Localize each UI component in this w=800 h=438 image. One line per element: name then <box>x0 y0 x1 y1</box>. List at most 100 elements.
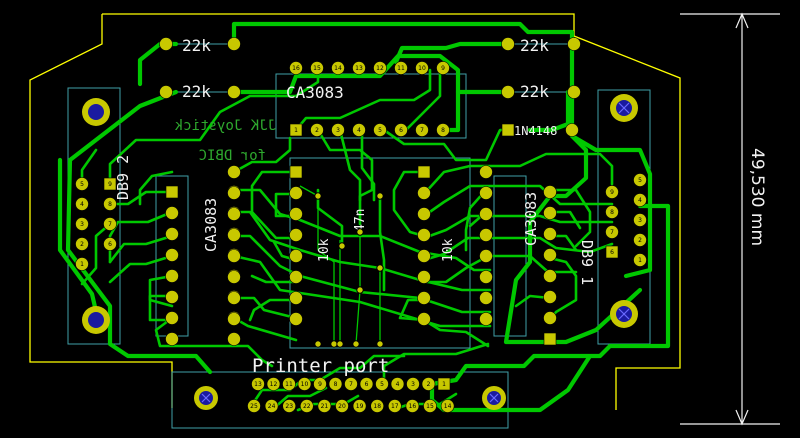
back-silk-line2: for DBIC <box>199 148 266 164</box>
pad-ic-right-col <box>543 227 557 241</box>
pad-printer-top-number: 8 <box>334 381 338 388</box>
pad-ic-mid-left-a <box>289 291 303 305</box>
pad-db9-left-a-number: 1 <box>80 261 84 268</box>
pad-printer-bottom: 17 <box>387 399 402 413</box>
pad-printer-bottom-number: 15 <box>426 403 434 410</box>
via <box>314 192 322 200</box>
pad-diode-b <box>565 123 579 137</box>
pad-diode-a <box>501 123 515 137</box>
pad-printer-bottom: 15 <box>423 399 437 413</box>
pad-ic-top-lower-number: 4 <box>357 127 361 134</box>
mounting-holes <box>82 94 638 410</box>
printer-port-label: Printer port <box>252 355 389 377</box>
pad-ic-left-col1 <box>165 227 179 241</box>
pad-r3-a <box>501 37 515 51</box>
pad-db9-left-b: 7 <box>103 217 117 231</box>
pad-ic-top-lower: 2 <box>310 123 324 137</box>
db9-right-label: DB9 1 <box>578 240 596 285</box>
pad-ic-top-lower-number: 8 <box>441 127 445 134</box>
pad-ic-right-col <box>543 311 557 325</box>
pad-printer-top: 8 <box>328 377 343 391</box>
pad-ic-top-upper-number: 9 <box>441 65 445 72</box>
pad-ic-top-lower: 4 <box>352 123 366 137</box>
pad-printer-top: 10 <box>297 377 312 391</box>
pad-printer-top: 2 <box>421 377 436 391</box>
pad-ic-top-lower: 6 <box>394 123 408 137</box>
resistor-label-r1: 22k <box>182 36 211 55</box>
pad-db9-right-b: 7 <box>605 225 619 239</box>
pad-ic-top-upper: 12 <box>373 61 387 75</box>
pad-ic-top-upper: 10 <box>415 61 429 75</box>
pad-ic-mid-left-b <box>227 228 241 242</box>
pad-printer-bottom: 24 <box>264 399 279 413</box>
pad-r1-b <box>227 37 241 51</box>
pad-ic-mid-left-a <box>289 312 303 326</box>
ic-label-right: CA3083 <box>522 192 540 246</box>
pad-printer-bottom: 23 <box>282 399 297 413</box>
pad-printer-bottom-number: 20 <box>338 403 346 410</box>
pad-db9-left-b-number: 9 <box>108 181 112 188</box>
pad-ic-top-lower-number: 6 <box>399 127 403 134</box>
pad-ic-left-col2 <box>227 332 241 346</box>
pad-printer-bottom: 22 <box>299 399 314 413</box>
pad-ic-top-lower: 8 <box>436 123 450 137</box>
pad-ic-top-lower: 3 <box>331 123 345 137</box>
pad-ic-top-lower: 1 <box>289 123 303 137</box>
pad-printer-top-number: 9 <box>318 381 322 388</box>
pad-printer-top: 13 <box>251 377 265 391</box>
pad-ic-mid-left-b <box>227 291 241 305</box>
pad-ic-mid-left-b <box>227 186 241 200</box>
pad-db9-left-a: 1 <box>75 257 89 271</box>
pad-ic-mid-right-b <box>479 291 493 305</box>
pad-ic-top-upper-number: 12 <box>376 65 384 72</box>
pad-ic-top-lower-number: 1 <box>294 127 298 134</box>
pad-ic-mid-left-b <box>227 270 241 284</box>
pad-r2-a <box>159 85 173 99</box>
pad-printer-top: 3 <box>406 377 420 391</box>
pad-ic-mid-right-b <box>479 186 493 200</box>
pad-db9-right-b: 9 <box>605 185 619 199</box>
pad-ic-mid-right-a <box>417 291 431 305</box>
via <box>376 340 384 348</box>
pad-printer-top: 11 <box>282 377 296 391</box>
capacitor-label: 47n <box>353 209 368 232</box>
pad-db9-left-b: 6 <box>103 237 117 251</box>
mount-hole-right-top <box>610 94 638 122</box>
pad-db9-right-a-number: 3 <box>638 217 642 224</box>
pad-db9-left-b-number: 8 <box>108 201 112 208</box>
pad-ic-mid-right-b <box>479 270 493 284</box>
via <box>352 340 360 348</box>
pad-db9-left-b: 9 <box>103 177 117 191</box>
via <box>330 340 338 348</box>
pad-printer-bottom: 16 <box>405 399 420 413</box>
pad-db9-right-b-number: 7 <box>610 229 614 236</box>
pad-db9-right-b-number: 9 <box>610 189 614 196</box>
pad-ic-left-col1 <box>165 206 179 220</box>
pad-ic-right-col <box>543 206 557 220</box>
pad-ic-mid-right-a <box>417 186 431 200</box>
resistor-label-r4: 22k <box>520 82 549 101</box>
pad-ic-mid-left-a <box>289 270 303 284</box>
resistor-label-r2: 22k <box>182 82 211 101</box>
back-silkscreen: JJK Joystick for DBIC <box>174 118 276 164</box>
pad-ic-top-upper-number: 10 <box>418 65 426 72</box>
pad-ic-top-upper: 11 <box>394 61 408 75</box>
pad-ic-top-upper: 15 <box>310 61 324 75</box>
pad-ic-top-lower-number: 7 <box>420 127 424 134</box>
pad-db9-right-b-number: 6 <box>610 249 614 256</box>
pad-db9-right-a: 4 <box>633 193 647 207</box>
pad-db9-right-b-number: 8 <box>610 209 614 216</box>
pad-printer-bottom-number: 22 <box>303 403 311 410</box>
pad-ic-top-upper-number: 16 <box>292 65 300 72</box>
pad-printer-bottom-number: 19 <box>356 403 364 410</box>
resistor-label-r3: 22k <box>520 36 549 55</box>
pad-ic-mid-right-b <box>479 228 493 242</box>
pad-printer-top: 7 <box>344 377 358 391</box>
pad-db9-right-a-number: 5 <box>638 177 642 184</box>
pad-printer-top: 1 <box>437 377 451 391</box>
pad-db9-left-a-number: 3 <box>80 221 84 228</box>
pad-printer-top-number: 13 <box>254 381 262 388</box>
pad-ic-mid-right-a <box>417 165 431 179</box>
pad-db9-left-a-number: 5 <box>80 181 84 188</box>
mount-hole-left-top <box>82 98 110 126</box>
